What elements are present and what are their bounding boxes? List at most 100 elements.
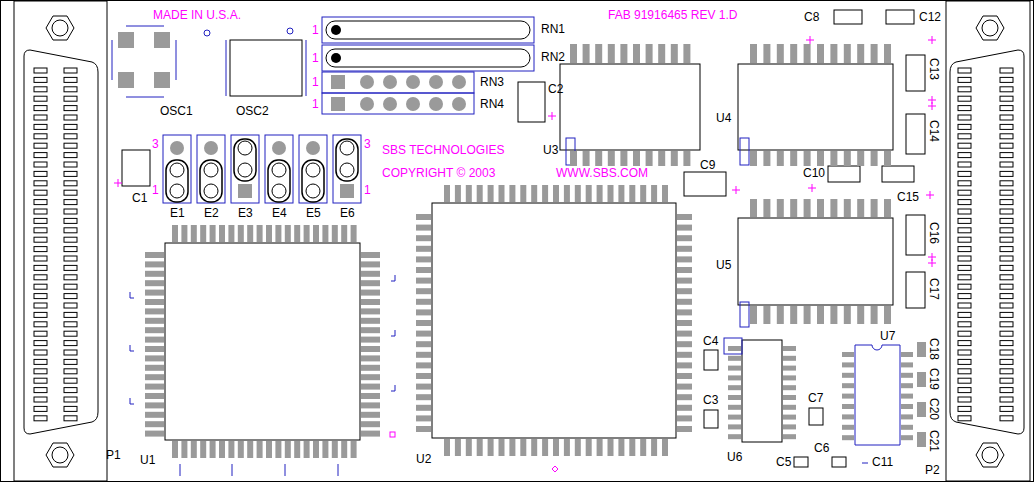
ic-pin bbox=[790, 44, 797, 63]
ic-pin bbox=[416, 373, 431, 379]
ic-pin bbox=[884, 199, 891, 217]
pad bbox=[917, 342, 926, 357]
connector-pin bbox=[1000, 171, 1013, 176]
reference-designator: C7 bbox=[808, 391, 823, 405]
connector-pin bbox=[1000, 294, 1013, 299]
pad bbox=[360, 75, 374, 89]
ic-pin bbox=[830, 44, 837, 63]
silkscreen-text: 3 bbox=[364, 137, 371, 151]
reference-designator: RN4 bbox=[480, 97, 504, 111]
connector-pin bbox=[958, 134, 971, 139]
connector-pin bbox=[34, 247, 47, 252]
ic-pin bbox=[361, 402, 380, 408]
hex-nut bbox=[52, 447, 68, 463]
ic-pin bbox=[416, 394, 431, 400]
ic-pin bbox=[416, 384, 431, 390]
resistor-network bbox=[322, 72, 474, 93]
pin1-mark bbox=[740, 138, 749, 165]
connector-pin bbox=[958, 397, 971, 402]
connector-pin bbox=[1000, 265, 1013, 270]
reference-designator: C13 bbox=[927, 58, 941, 80]
ic-pin bbox=[416, 225, 431, 231]
polarity-mark bbox=[114, 36, 936, 267]
ic-pin bbox=[145, 412, 164, 418]
reference-designator: C15 bbox=[897, 190, 919, 204]
connector-pin bbox=[34, 275, 47, 280]
silkscreen-text: WWW.SBS.COM bbox=[556, 166, 648, 180]
ic-pin bbox=[857, 199, 864, 217]
connector-pin bbox=[64, 106, 77, 111]
capacitor bbox=[704, 350, 718, 370]
ic-pin bbox=[191, 441, 197, 458]
ic-pin bbox=[257, 225, 263, 242]
connector-pin bbox=[34, 388, 47, 393]
pad bbox=[306, 184, 320, 198]
ic-pin bbox=[658, 151, 665, 166]
ic-pin bbox=[499, 185, 505, 202]
ic-pin bbox=[871, 151, 878, 166]
ic-pin bbox=[294, 225, 300, 242]
connector-pin bbox=[64, 247, 77, 252]
connector-pin bbox=[958, 106, 971, 111]
ic-pin bbox=[677, 394, 692, 400]
connector-pin bbox=[64, 209, 77, 214]
dsub-shell bbox=[950, 50, 1024, 434]
ic-pin bbox=[901, 394, 913, 399]
ic-pin bbox=[361, 384, 380, 390]
jumper-shunt bbox=[166, 160, 188, 202]
ic-pin bbox=[531, 439, 537, 456]
connector-pin bbox=[958, 416, 971, 421]
ic-pin bbox=[677, 299, 692, 305]
silkscreen-text: MADE IN U.S.A. bbox=[153, 8, 241, 22]
connector-pin bbox=[34, 228, 47, 233]
capacitor bbox=[906, 114, 925, 154]
connector-pin bbox=[64, 303, 77, 308]
ic-pin bbox=[777, 151, 784, 166]
ic-pin bbox=[597, 185, 603, 202]
connector-pin bbox=[958, 87, 971, 92]
connector-pin bbox=[34, 106, 47, 111]
ic-pin bbox=[884, 151, 891, 166]
pin1-mark bbox=[740, 302, 749, 327]
ic-pin bbox=[750, 151, 757, 166]
ic-pin bbox=[341, 441, 347, 458]
ic-pin bbox=[416, 278, 431, 284]
ic-pin bbox=[677, 384, 692, 390]
capacitor bbox=[906, 272, 925, 308]
reference-designator: C9 bbox=[700, 158, 715, 172]
connector-pin bbox=[34, 143, 47, 148]
connector-pin bbox=[958, 294, 971, 299]
ic-pin bbox=[677, 341, 692, 347]
connector-pin bbox=[1000, 68, 1013, 73]
ic-pin bbox=[332, 225, 338, 242]
pad bbox=[118, 32, 134, 48]
reference-designator: C21 bbox=[927, 430, 941, 452]
ic-pin bbox=[145, 252, 164, 258]
ic-pin bbox=[608, 44, 615, 63]
resistor-network bbox=[326, 49, 530, 67]
jumper-outline bbox=[299, 135, 327, 203]
ic-body bbox=[742, 340, 782, 442]
connector-pin bbox=[1000, 397, 1013, 402]
ic-pin bbox=[172, 225, 178, 242]
ic-pin bbox=[575, 185, 581, 202]
ic-pin bbox=[763, 44, 770, 63]
connector-pin bbox=[64, 200, 77, 205]
ic-pin bbox=[871, 44, 878, 63]
ic-pin bbox=[219, 441, 225, 458]
ic-pin bbox=[586, 439, 592, 456]
ic-pin bbox=[444, 185, 450, 202]
pad bbox=[238, 141, 252, 155]
ic-pin bbox=[145, 318, 164, 324]
connector-pin bbox=[1000, 341, 1013, 346]
ic-pin bbox=[313, 441, 319, 458]
ic-pin bbox=[275, 441, 281, 458]
connector-pin bbox=[64, 171, 77, 176]
connector-pin bbox=[34, 284, 47, 289]
reference-designator: C16 bbox=[927, 222, 941, 244]
ic-pin bbox=[728, 424, 741, 429]
ic-pin bbox=[783, 375, 796, 380]
ic-pin bbox=[842, 373, 854, 378]
hex-nut bbox=[976, 16, 1004, 40]
